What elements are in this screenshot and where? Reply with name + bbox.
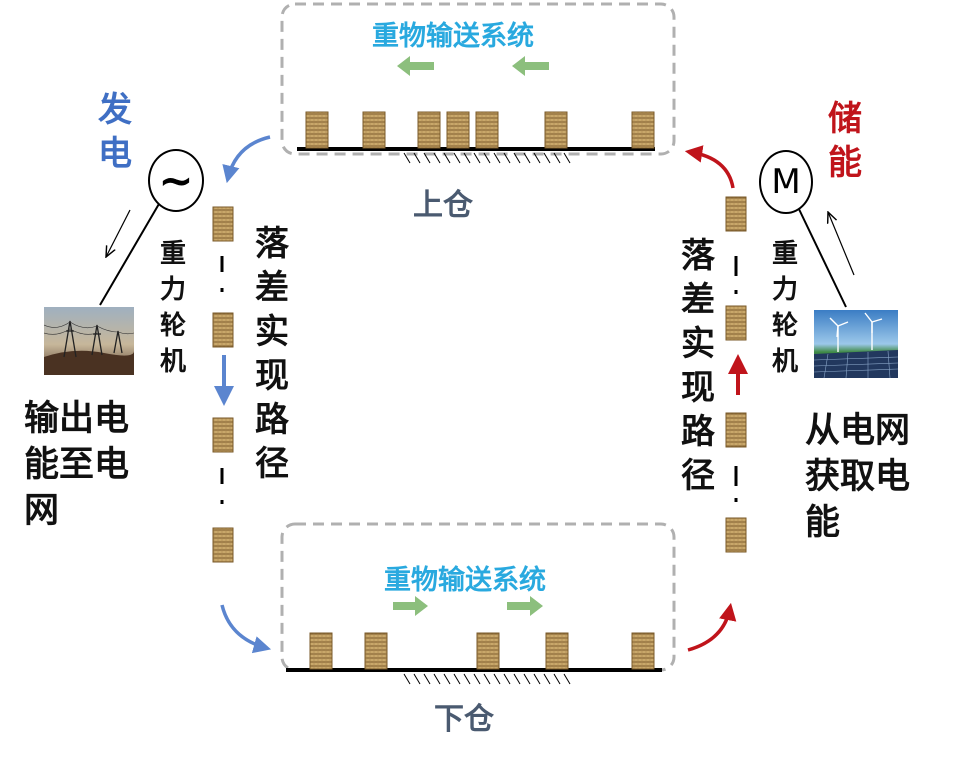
transmission-tower-graphic [44,307,134,375]
upper-weights [305,111,655,149]
motor-symbol-text: M [771,162,801,202]
left-descending-column [212,206,234,563]
upper-conveyor-frame [280,2,676,156]
weight-block [417,111,441,149]
right-ascending-column [725,196,747,553]
input-flow-arrow [828,212,855,276]
generate-label: 发电 [98,90,132,174]
weight-block [631,632,655,670]
lower-weights [309,632,655,670]
left-path-label: 落差实现路径 [255,224,289,484]
right-path-label: 落差实现路径 [681,236,715,496]
weight-block [212,417,234,453]
weight-block [631,111,655,149]
weight-block [725,412,747,448]
weight-block [309,632,333,670]
top-system-label: 重物输送系统 [372,21,534,52]
right-turbine-label: 重力轮机 [771,239,798,377]
weight-block [364,632,388,670]
weight-block [212,206,234,242]
weight-block [725,517,747,553]
weight-block [725,305,747,341]
input-label: 从电网获取电能 [805,411,911,543]
weight-block [446,111,470,149]
store-bottom-curve-arrow [687,602,737,652]
store-top-curve-arrow [684,145,735,189]
transmission-tower-photo [44,307,134,375]
output-line [99,196,164,306]
weight-block [212,312,234,348]
bottom-conveyor-arrow-1 [393,596,428,616]
top-conveyor-arrow-2 [512,56,549,76]
generate-top-curve-arrow [222,135,271,184]
wind-solar-graphic [814,310,898,378]
upper-ground-hatch [403,152,571,164]
generator-symbol-text: ~ [158,156,194,205]
lower-bin-label: 下仓 [434,702,494,737]
bottom-conveyor-arrow-2 [507,596,543,616]
output-label: 输出电能至电网 [24,399,130,531]
weight-block [545,632,569,670]
top-conveyor-arrow-1 [397,56,434,76]
wind-solar-photo [814,310,898,378]
weight-block [305,111,329,149]
input-line [796,204,847,308]
weight-block [725,196,747,232]
motor-symbol: M [759,150,813,214]
generate-bottom-curve-arrow [220,604,272,654]
store-label: 储能 [828,99,862,183]
lower-ground-hatch [403,673,571,685]
generator-symbol: ~ [148,149,204,212]
upper-bin-label: 上仓 [413,188,473,223]
output-flow-arrow [106,209,131,257]
weight-block [475,111,499,149]
weight-block [544,111,568,149]
bottom-system-label: 重物输送系统 [384,565,546,596]
left-turbine-label: 重力轮机 [159,239,186,377]
weight-block [476,632,500,670]
weight-block [362,111,386,149]
weight-block [212,527,234,563]
